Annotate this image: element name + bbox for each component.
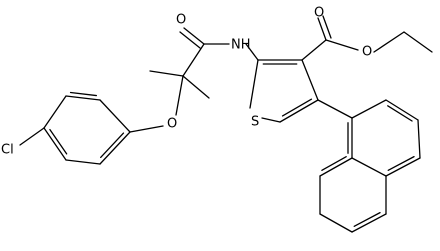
- bond-carbonyl-to-cq: [182, 43, 205, 77]
- bond-naphthalene-ring-a: [385, 99, 419, 121]
- bond-naphthalene-ring-b: [319, 157, 353, 177]
- bond-naphthalene-inner: [353, 211, 381, 227]
- bond-cq-methyl-2: [182, 75, 210, 99]
- bond-ring-to-cl: [19, 127, 45, 146]
- bond-naphthalene-ring-b: [319, 213, 353, 233]
- bond-nh-to-thiophene: [245, 43, 259, 61]
- atom-amide-nitrogen: NH: [231, 38, 251, 53]
- bond-ch2-to-ch3: [403, 31, 433, 53]
- bond-thiophene-s-c2: [249, 59, 259, 109]
- atom-ester-oxygen: O: [362, 45, 372, 60]
- bond-carbonyl-to-o: [183, 27, 205, 45]
- bond-chlorophenyl-ring: [65, 95, 101, 101]
- bond-naphthalene-ring-a: [351, 99, 387, 119]
- atom-ester-carbonyl-oxygen: O: [314, 6, 324, 21]
- bond-carbonyl-to-o-2: [179, 31, 201, 49]
- bond-thiophene-c4-c5: [279, 99, 319, 123]
- bond-chlorophenyl-ring: [99, 131, 131, 165]
- bond-chlorophenyl-inner: [49, 128, 68, 155]
- bond-thiophene-c3-c4: [301, 59, 319, 101]
- bond-cq-methyl-1: [149, 70, 184, 77]
- bond-ester-c-o-2: [322, 15, 332, 39]
- atom-chlorine: Cl: [1, 143, 14, 158]
- atom-carbonyl-oxygen: O: [176, 13, 186, 28]
- bond-naphthalene-ring-a: [351, 157, 387, 177]
- bond-naphthalene-inner: [387, 105, 413, 122]
- bond-chlorophenyl-ring: [43, 95, 67, 129]
- bond-chlorophenyl-ring: [65, 159, 101, 165]
- bond-naphthalene-inner: [387, 155, 415, 171]
- bond-thiophene-c4-c5-inner: [281, 98, 313, 117]
- bond-ester-o-to-ch2: [373, 31, 405, 53]
- bond-chlorophenyl-inner: [100, 132, 125, 159]
- bond-cq-to-ether-o: [175, 75, 184, 116]
- bond-ester-c-to-o: [325, 39, 359, 51]
- bond-ester-c-o: [317, 17, 327, 41]
- bond-naphthalene-ring-b: [351, 213, 387, 233]
- bond-naphthalene-inner: [321, 156, 347, 172]
- bond-c4-to-naphthyl: [317, 99, 353, 119]
- bonds: [19, 15, 433, 233]
- bond-chlorophenyl-ring: [99, 99, 131, 133]
- bond-naphthalene-ring-a: [385, 157, 421, 177]
- bond-chlorophenyl-inner: [69, 91, 98, 97]
- bond-naphthalene-ring-a: [417, 119, 421, 159]
- atom-thiophene-sulfur: S: [251, 115, 259, 130]
- bond-ether-o-to-ring: [129, 125, 164, 133]
- bond-chlorophenyl-ring: [43, 127, 67, 161]
- bond-thiophene-c5-s: [261, 117, 281, 123]
- atom-ether-oxygen: O: [167, 117, 177, 132]
- bond-c3-to-ester-c: [301, 39, 327, 61]
